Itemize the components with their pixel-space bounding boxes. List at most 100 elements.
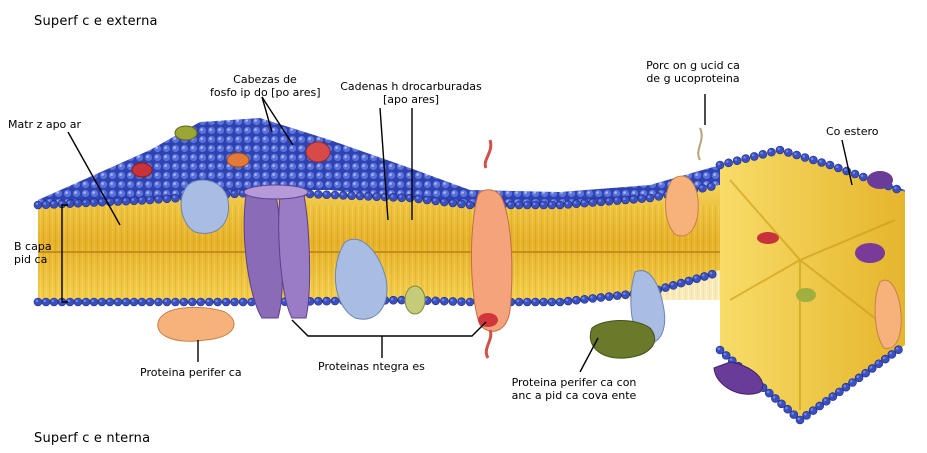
top-head-bead xyxy=(613,197,621,205)
top-head-bead-highlight xyxy=(590,200,593,203)
lipid-peripheral-label: Proteina perifer ca con anc a pid ca cov… xyxy=(494,376,654,402)
cutaway-top-head-bead xyxy=(733,157,741,165)
bottom-head-bead-highlight xyxy=(671,283,674,286)
cutaway-top-head-bead xyxy=(851,170,859,178)
top-head-bead xyxy=(163,195,171,203)
top-head-bead-highlight xyxy=(391,195,394,198)
small-protein-green xyxy=(175,126,197,140)
top-head-bead-highlight xyxy=(566,202,569,205)
cutaway-top-head-bead-highlight xyxy=(769,150,772,153)
cutaway-top-head-bead-highlight xyxy=(726,160,729,163)
cutaway-bottom-head-bead-highlight xyxy=(791,412,794,415)
bottom-head-bead xyxy=(621,291,629,299)
bottom-head-bead xyxy=(605,293,613,301)
hydrocarbon-chains-label: Cadenas h drocarburadas [apo ares] xyxy=(330,80,492,106)
cutaway-top-head-bead xyxy=(893,185,901,193)
cutaway-top-head-bead xyxy=(750,152,758,160)
top-head-bead-highlight xyxy=(52,202,55,205)
bottom-head-bead-highlight xyxy=(198,300,201,303)
external-surface-label: Superf c e externa xyxy=(34,14,158,29)
lipid-anchored-protein-green xyxy=(590,321,654,359)
cutaway-bottom-head-bead-highlight xyxy=(785,407,788,410)
top-head-bead-highlight xyxy=(450,201,453,204)
bottom-head-bead-highlight xyxy=(623,292,626,295)
bottom-head-bead-highlight xyxy=(433,298,436,301)
top-head-bead xyxy=(398,194,406,202)
top-head-bead-highlight xyxy=(549,203,552,206)
bottom-head-bead xyxy=(523,298,531,306)
bottom-head-bead-highlight xyxy=(615,293,618,296)
lipid-peripheral-line1: Proteina perifer ca con xyxy=(494,376,654,389)
bottom-head-bead-highlight xyxy=(517,300,520,303)
bottom-head-bead xyxy=(548,298,556,306)
bottom-head-bead-highlight xyxy=(391,298,394,301)
bottom-head-bead xyxy=(685,277,693,285)
cutaway-bottom-head-bead-highlight xyxy=(896,347,899,350)
bottom-head-bead xyxy=(34,298,42,306)
top-head-bead-highlight xyxy=(399,195,402,198)
top-head-bead xyxy=(331,191,339,199)
bottom-head-bead xyxy=(197,298,205,306)
bottom-head-bead-highlight xyxy=(694,276,697,279)
bottom-head-bead xyxy=(572,296,580,304)
cutaway-top-head-bead-highlight xyxy=(844,169,847,172)
top-head-bead-highlight xyxy=(232,191,235,194)
top-head-bead xyxy=(589,198,597,206)
top-head-bead-highlight xyxy=(140,198,143,201)
bottom-head-bead xyxy=(564,297,572,305)
top-head-bead xyxy=(621,196,629,204)
top-head-bead xyxy=(572,200,580,208)
integral-protein-blue-1 xyxy=(181,180,229,233)
peripheral-protein-bottom-left xyxy=(158,307,234,341)
integral-protein-purple-channel xyxy=(244,185,310,318)
top-head-bead-highlight xyxy=(656,194,659,197)
bottom-head-bead-highlight xyxy=(442,299,445,302)
top-head-bead xyxy=(507,201,515,209)
cutaway-bottom-head-bead-highlight xyxy=(843,385,846,388)
bottom-head-bead xyxy=(331,297,339,305)
top-head-bead xyxy=(171,194,179,202)
top-head-bead-highlight xyxy=(648,196,651,199)
cutaway-top-head-bead xyxy=(716,161,724,169)
bottom-head-bead xyxy=(693,275,701,283)
top-head-bead xyxy=(130,197,138,205)
bottom-head-bead-highlight xyxy=(249,300,252,303)
bottom-head-bead-highlight xyxy=(710,272,713,275)
bottom-head-bead xyxy=(122,298,130,306)
cutaway-top-head-bead xyxy=(725,159,733,167)
bottom-head-bead-highlight xyxy=(156,300,159,303)
top-head-bead xyxy=(423,196,431,204)
peripheral-protein-label: Proteina perifer ca xyxy=(140,366,242,379)
bottom-head-bead-highlight xyxy=(76,300,79,303)
cutaway-bottom-head-bead-highlight xyxy=(767,391,770,394)
top-head-bead-highlight xyxy=(316,192,319,195)
bottom-head-bead xyxy=(90,298,98,306)
top-head-bead xyxy=(515,201,523,209)
top-head-bead xyxy=(457,200,465,208)
cutaway-top-head-bead xyxy=(826,161,834,169)
bottom-head-bead-highlight xyxy=(140,300,143,303)
bottom-head-bead xyxy=(222,298,230,306)
top-head-bead-highlight xyxy=(84,200,87,203)
top-head-bead xyxy=(406,194,414,202)
cutaway-top-head-bead xyxy=(818,159,826,167)
top-head-bead-highlight xyxy=(631,197,634,200)
glycoprotein-label: Porc on g ucid ca de g ucoproteina xyxy=(628,59,758,85)
top-head-bead-highlight xyxy=(44,202,47,205)
cutaway-top-head-bead xyxy=(784,149,792,157)
bottom-head-bead xyxy=(398,296,406,304)
integral-proteins-label: Proteinas ntegra es xyxy=(318,360,425,373)
bottom-head-bead xyxy=(106,298,114,306)
top-head-bead xyxy=(114,197,122,205)
top-head-bead-highlight xyxy=(116,199,119,202)
top-head-bead-highlight xyxy=(425,198,428,201)
bottom-head-bead-highlight xyxy=(459,299,462,302)
bottom-head-bead-highlight xyxy=(84,300,87,303)
top-head-bead-highlight xyxy=(76,201,79,204)
top-head-bead-highlight xyxy=(598,199,601,202)
bottom-head-bead xyxy=(457,298,465,306)
bilayer-line1: B capa xyxy=(14,240,52,253)
top-head-bead xyxy=(373,193,381,201)
top-head-bead-highlight xyxy=(333,193,336,196)
cutaway-top-head-bead xyxy=(776,146,784,154)
